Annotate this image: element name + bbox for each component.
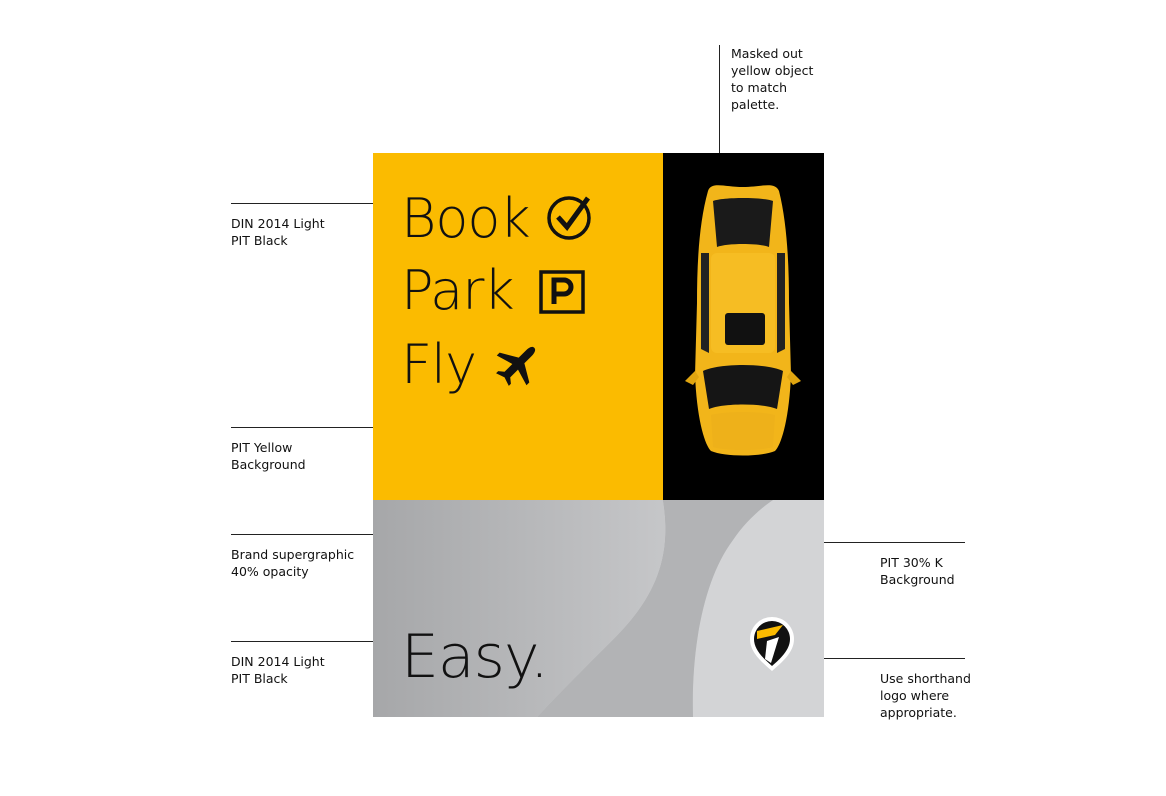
annotation-logo: Use shorthand logo where appropriate. [880, 671, 971, 720]
car-top-view-image [685, 185, 801, 456]
parking-icon [539, 270, 585, 318]
leader-line-background [231, 427, 408, 428]
leader-line-supergraphic [231, 534, 459, 535]
tagline-easy: Easy. [401, 622, 549, 692]
yellow-panel: Book Park Fly [373, 153, 663, 500]
annotation-background: PIT Yellow Background [231, 440, 306, 472]
annotation-grey-background: PIT 30% K Background [880, 555, 955, 587]
leader-line-easy-font [231, 641, 399, 642]
annotation-headline-font: DIN 2014 Light PIT Black [231, 216, 325, 248]
annotation-supergraphic: Brand supergraphic 40% opacity [231, 547, 355, 579]
leader-line-masked-object [719, 45, 720, 155]
leader-line-headline-font [231, 203, 399, 204]
headline-park: Park [401, 259, 515, 322]
check-circle-icon [546, 194, 594, 246]
poster: Book Park Fly [373, 153, 824, 717]
brand-supergraphic [373, 500, 824, 717]
black-panel [663, 153, 824, 500]
grey-panel: Easy. [373, 500, 824, 717]
annotation-masked-object: Masked out yellow object to match palett… [731, 46, 814, 112]
headline-fly: Fly [401, 333, 477, 396]
annotation-easy-font: DIN 2014 Light PIT Black [231, 654, 325, 686]
shorthand-logo-icon [745, 613, 799, 679]
leader-line-logo [803, 658, 965, 659]
headline-book: Book [401, 187, 531, 250]
leader-line-grey-background [684, 542, 965, 543]
airplane-icon [493, 339, 543, 393]
